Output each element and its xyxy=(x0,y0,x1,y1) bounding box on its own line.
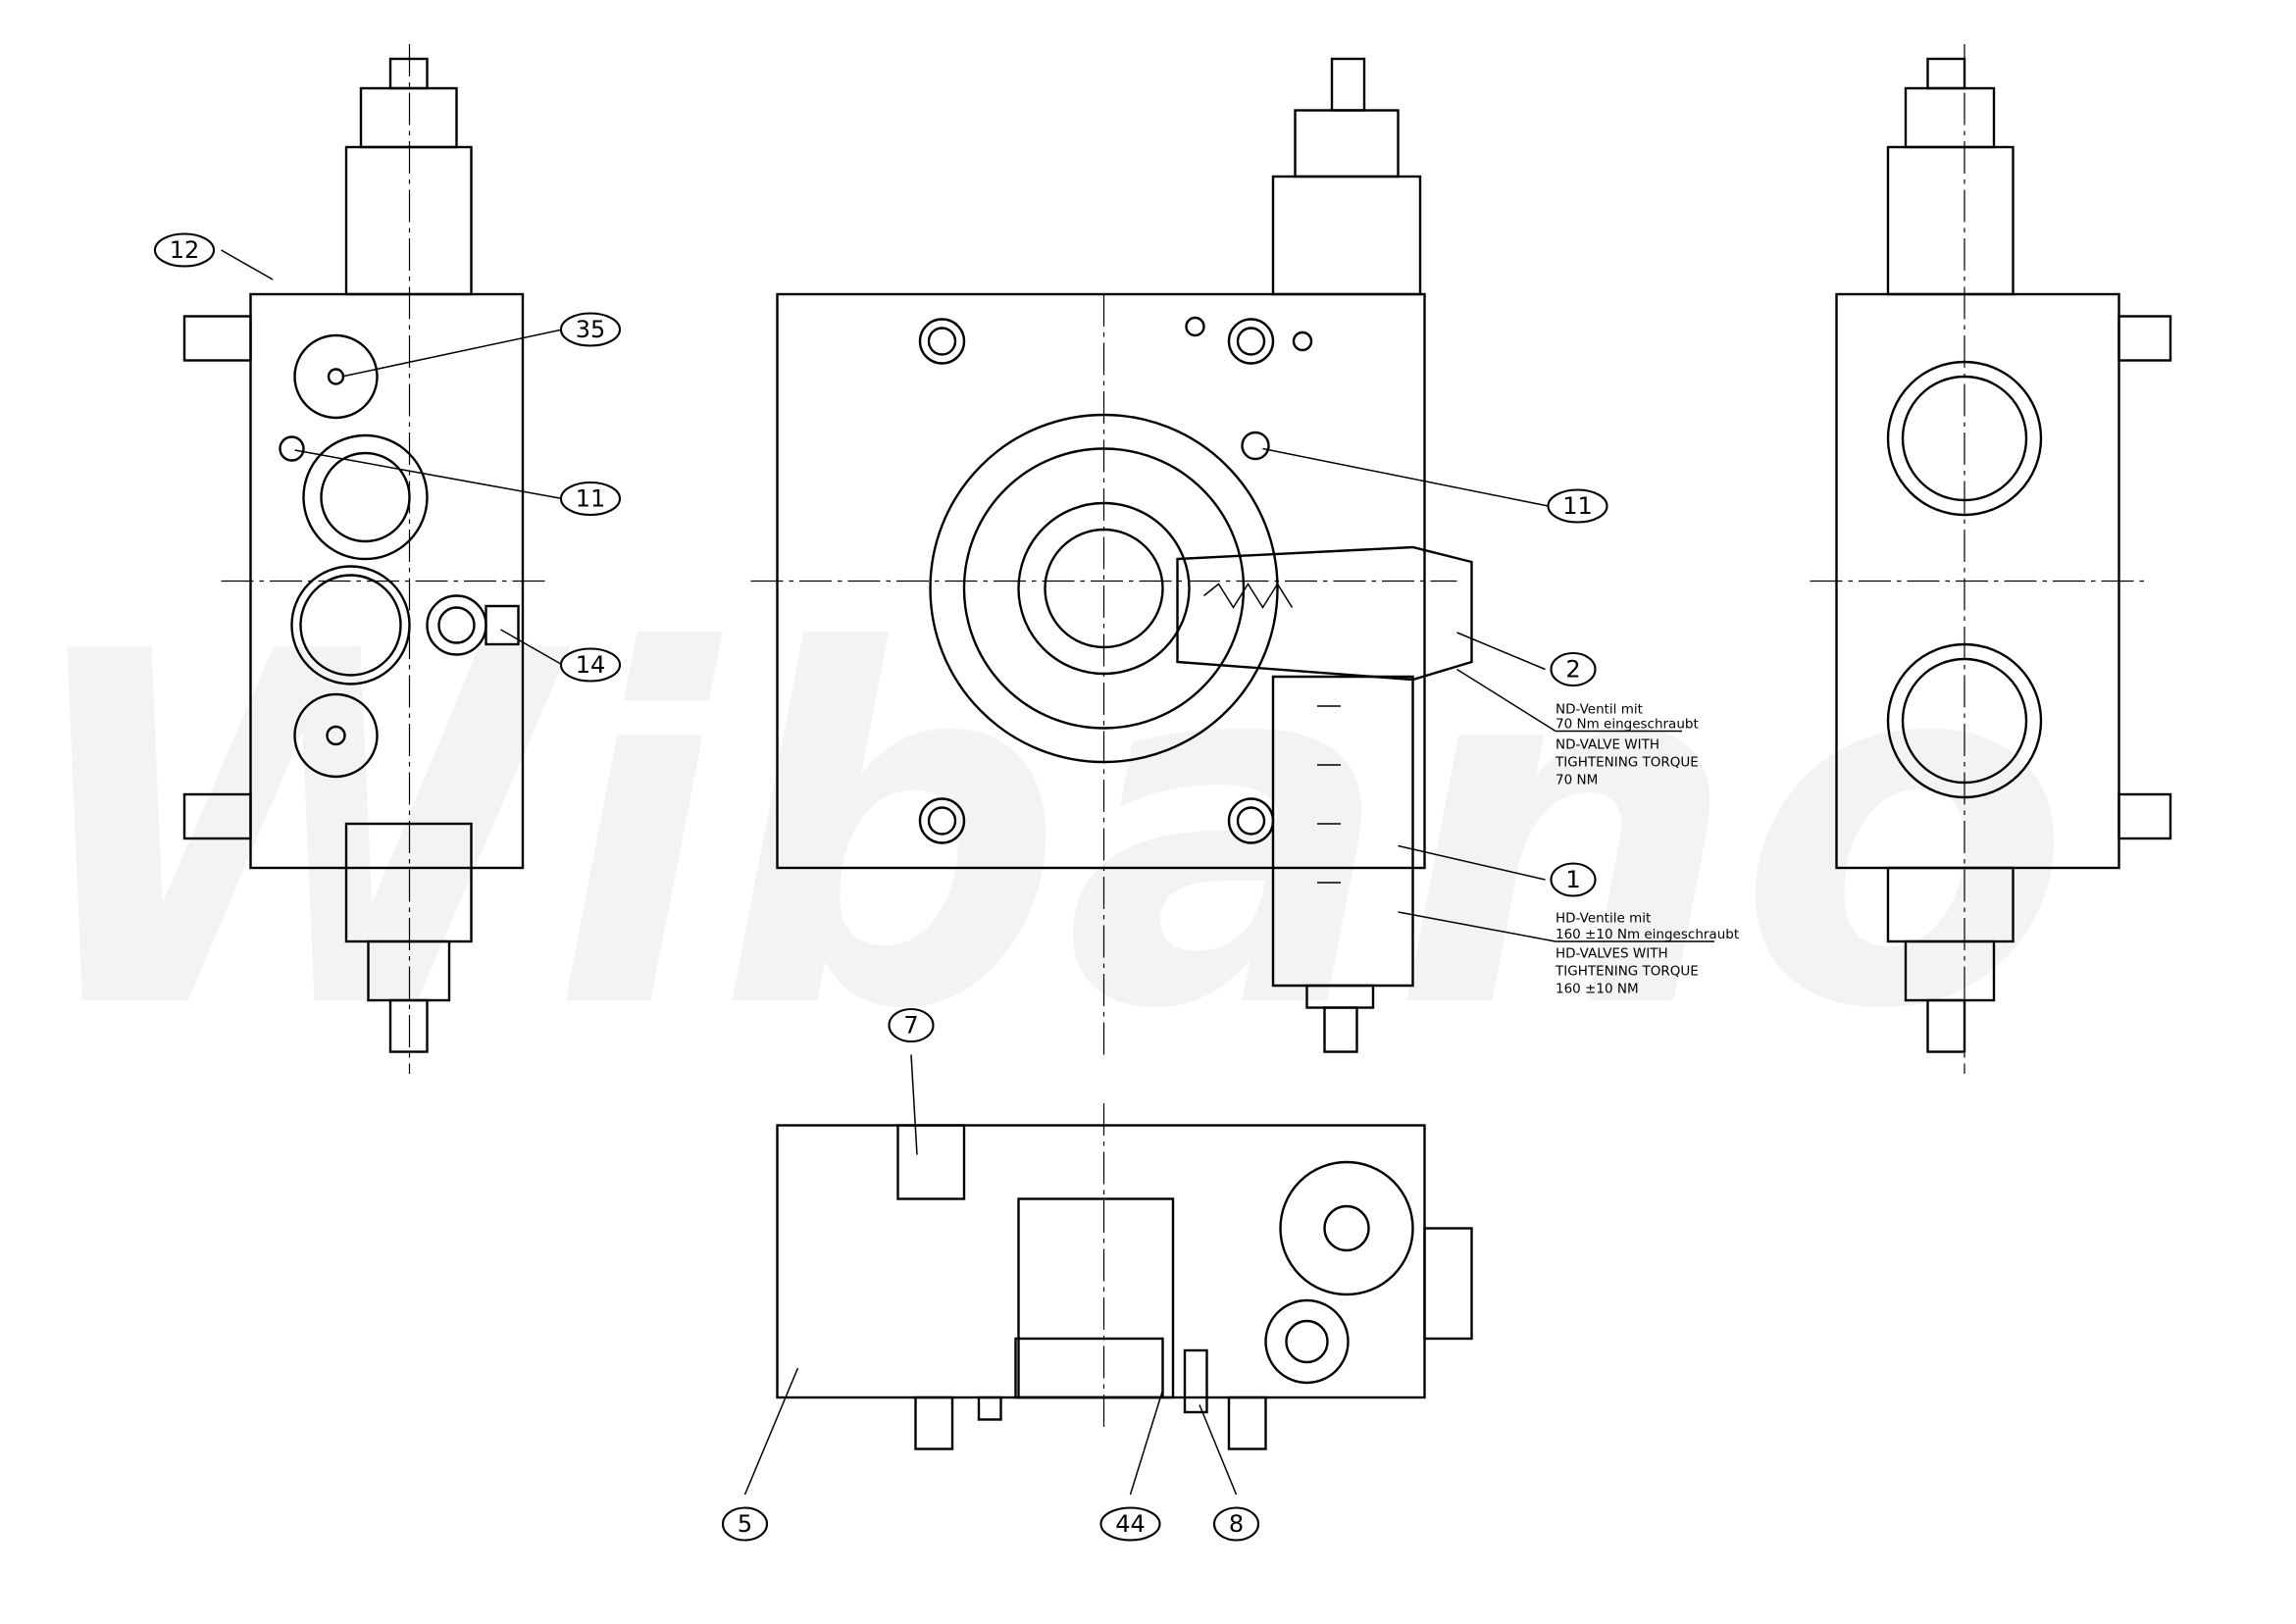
svg-text:160 ±10 Nm eingeschraubt: 160 ±10 Nm eingeschraubt xyxy=(1556,927,1739,942)
svg-text:14: 14 xyxy=(576,651,606,679)
svg-text:160 ±10 NM: 160 ±10 NM xyxy=(1556,982,1639,997)
svg-text:35: 35 xyxy=(576,316,606,343)
svg-text:12: 12 xyxy=(170,236,200,264)
svg-text:70 Nm eingeschraubt: 70 Nm eingeschraubt xyxy=(1556,717,1699,733)
svg-text:ND-VALVE WITH: ND-VALVE WITH xyxy=(1556,737,1659,753)
svg-text:1: 1 xyxy=(1565,866,1580,893)
balloon-7: 7 xyxy=(888,1007,935,1043)
svg-text:TIGHTENING TORQUE: TIGHTENING TORQUE xyxy=(1555,755,1699,771)
balloon-14: 14 xyxy=(559,647,622,683)
bottom-view xyxy=(776,1103,1473,1450)
balloon-11-left: 11 xyxy=(559,481,622,517)
balloon-12: 12 xyxy=(153,232,216,268)
balloon-1: 1 xyxy=(1550,862,1597,897)
hd-valve-note: HD-Ventile mit 160 ±10 Nm eingeschraubt … xyxy=(1555,911,1739,997)
watermark: Wibano xyxy=(16,550,2072,1115)
balloon-5: 5 xyxy=(721,1506,769,1542)
right-view xyxy=(1810,44,2172,1074)
balloon-2: 2 xyxy=(1550,651,1597,687)
center-view xyxy=(750,57,1473,1059)
svg-text:2: 2 xyxy=(1565,656,1580,684)
svg-text:TIGHTENING TORQUE: TIGHTENING TORQUE xyxy=(1555,964,1699,980)
svg-text:ND-Ventil mit: ND-Ventil mit xyxy=(1556,702,1643,718)
svg-text:8: 8 xyxy=(1229,1510,1244,1538)
svg-text:44: 44 xyxy=(1115,1510,1146,1538)
balloon-35: 35 xyxy=(559,312,622,347)
svg-text:HD-VALVES WITH: HD-VALVES WITH xyxy=(1556,946,1668,962)
svg-text:11: 11 xyxy=(576,485,606,513)
svg-text:7: 7 xyxy=(903,1012,918,1040)
left-view xyxy=(182,44,545,1074)
svg-text:11: 11 xyxy=(1562,492,1593,520)
svg-text:5: 5 xyxy=(738,1510,752,1538)
svg-text:70 NM: 70 NM xyxy=(1556,773,1598,788)
leader-lines xyxy=(221,249,1714,1496)
svg-text:HD-Ventile mit: HD-Ventile mit xyxy=(1556,911,1651,927)
nd-valve-note: ND-Ventil mit 70 Nm eingeschraubt ND-VAL… xyxy=(1555,702,1699,788)
balloon-8: 8 xyxy=(1212,1506,1260,1542)
balloon-44: 44 xyxy=(1099,1506,1161,1542)
balloon-11-center: 11 xyxy=(1547,488,1608,524)
